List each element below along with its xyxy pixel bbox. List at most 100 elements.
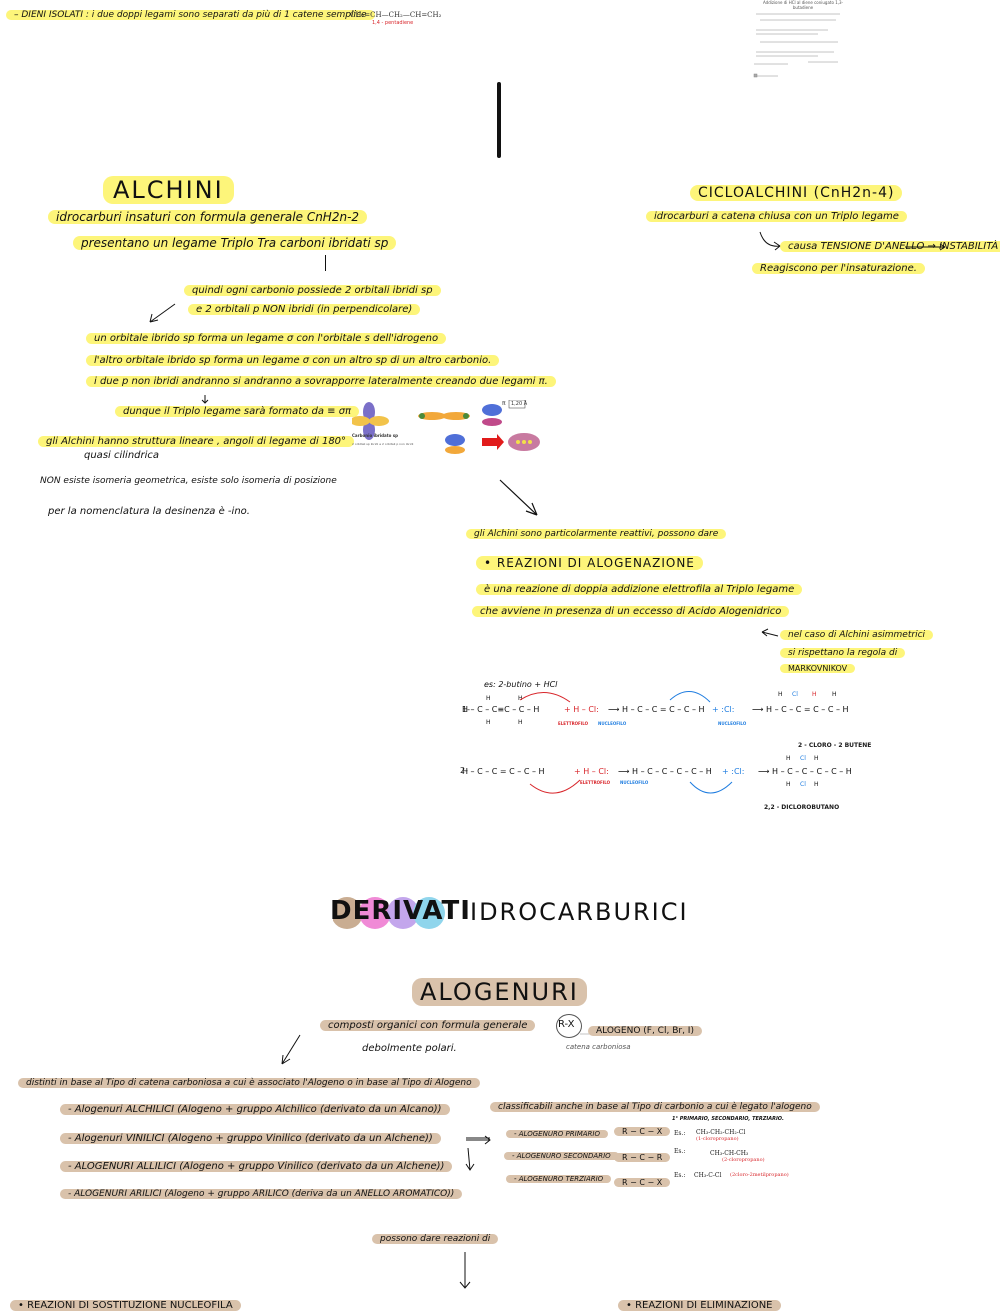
svg-text:H: H [518,719,523,726]
alchini-line-11: per la nomenclatura la desinenza è -ino. [48,506,250,517]
svg-text:Cl: Cl [800,755,806,762]
orbital-caption-2: 2 orbitali sp ibridi e 2 orbitali p non … [352,442,414,446]
class-tertiary-formula: R − C − X [614,1178,671,1187]
svg-text:+ H – Cl:: + H – Cl: [574,767,609,776]
class-tertiary-label: - ALOGENURO TERZIARIO [506,1175,612,1183]
reaction-schemes: H – C – C≡C – C – H + H – Cl: ⟶ H – C – … [460,688,890,816]
svg-text:+ H – Cl:: + H – Cl: [564,705,599,714]
alchini-line-8: dunque il Triplo legame sarà formato da … [115,406,360,417]
svg-text:Cl: Cl [792,691,798,698]
class-secondary-formula: R − C − R [614,1153,671,1162]
nucleofilo-label: NUCLEOFILO [598,721,627,726]
alchini-title: ALCHINI [103,176,234,204]
reactivity-intro: gli Alchini sono particolarmente reattiv… [466,529,727,539]
svg-text:H – C – C≡C – C – H: H – C – C≡C – C – H [462,705,539,714]
svg-text:+ :Cl:: + :Cl: [722,767,744,776]
eliminazione-title: • REAZIONI DI ELIMINAZIONE [618,1300,781,1311]
reaction-1-number: 1- [462,705,470,714]
polarity-note: debolmente polari. [362,1043,457,1054]
type-alchilici: - Alogenuri ALCHILICI (Alogeno + gruppo … [60,1104,450,1115]
derivati-blobs [333,895,463,935]
example-3: CH₃-C-Cl [694,1172,722,1179]
svg-text:⟶ H – C – C – C – C – H: ⟶ H – C – C – C – C – H [618,767,712,776]
svg-text:H – C – C = C – C – H: H – C – C = C – C – H [462,767,545,776]
alchini-line-10: NON esiste isomeria geometrica, esiste s… [40,476,337,486]
svg-text:H: H [786,781,791,788]
svg-text:⟶ H – C – C – C – C – H: ⟶ H – C – C – C – C – H [758,767,852,776]
nucleofilo-label-3: NUCLEOFILO [620,780,649,785]
product-1: 2 - CLORO - 2 BUTENE [798,742,872,749]
orbital-images: Carbonio ibridato sp 2 orbitali sp ibrid… [352,400,547,460]
product-2: 2,2 - DICLOROBUTANO [764,804,840,811]
alchini-line-3: quindi ogni carbonio possiede 2 orbitali… [184,285,441,296]
markovnikov-note-1: nel caso di Alchini asimmetrici [780,630,934,640]
svg-text:H: H [486,695,491,702]
orbital-caption: Carbonio ibridato sp [352,433,399,438]
svg-text:H: H [814,755,819,762]
markovnikov-note-2: si rispettano la regola di [780,648,906,658]
catena-label: catena carboniosa [566,1043,631,1051]
svg-text:+ :Cl:: + :Cl: [712,705,734,714]
example-3-label: Es.: [674,1172,686,1179]
class-primary-formula: R − C − X [614,1127,671,1136]
class-secondary-label: - ALOGENURO SECONDARIO [504,1152,619,1160]
diene-formula: CH₂=CH—CH₂—CH=CH₂ [350,11,442,19]
rx-label: R-X [558,1019,575,1030]
page-divider [497,82,501,158]
svg-text:H: H [786,755,791,762]
elettrofilo-label-2: ELETTROFILO [580,780,611,785]
addition-thumbnail: Addizione di HCl al diene coniugato 1,3-… [748,0,848,82]
alogeno-label: ALOGENO (F, Cl, Br, I) [588,1026,702,1036]
markovnikov-note-3: MARKOVNIKOV [780,664,856,673]
example-2-name: (2-cloropropano) [722,1157,765,1163]
alogenazione-title: • REAZIONI DI ALOGENAZIONE [476,556,703,570]
cicloalchini-line-2: causa TENSIONE D'ANELLO → INSTABILITÀ [780,241,1000,252]
example-2-label: Es.: [674,1148,686,1155]
svg-text:H: H [812,691,817,698]
svg-text:⟶ H – C – C = C – C – H: ⟶ H – C – C = C – C – H [608,705,705,714]
type-allilici: - ALOGENURI ALLILICI (Alogeno + gruppo V… [60,1161,453,1172]
nucleofilo-label-2: NUCLEOFILO [718,721,747,726]
alogenuri-title: ALOGENURI [412,978,587,1006]
example-1: CH₃-CH₂-CH₂-Cl [696,1129,746,1136]
alchini-line-9b: quasi cilindrica [84,450,160,461]
derivati-title-b: IDROCARBURICI [470,898,689,926]
derivati-title-a: DERIVATI [330,896,471,926]
pi-label: π [502,400,506,407]
svg-text:H: H [778,691,783,698]
elettrofilo-label: ELETTROFILO [558,721,589,726]
alchini-line-1: idrocarburi insaturi con formula general… [48,210,368,224]
example-label: es: 2-butino + HCl [484,680,558,689]
alogenuri-line-1: composti organici con formula generale [320,1020,536,1031]
possono-line: possono dare reazioni di [372,1234,499,1244]
dieni-isolati-line: – DIENI ISOLATI : i due doppi legami son… [6,10,375,20]
class-sub: 1° PRIMARIO, SECONDARIO, TERZIARIO. [672,1116,784,1122]
class-title: classificabili anche in base al Tipo di … [490,1102,820,1112]
alchini-line-5: un orbitale ibrido sp forma un legame σ … [86,333,447,344]
alchini-line-6: l'altro orbitale ibrido sp forma un lega… [86,355,500,366]
alchini-line-2: presentano un legame Triplo Tra carboni … [73,236,397,250]
alogenazione-line-2: che avviene in presenza di un eccesso di… [472,606,790,617]
distinti-line: distinti in base al Tipo di catena carbo… [18,1078,480,1088]
type-vinilici: - Alogenuri VINILICI (Alogeno + gruppo V… [60,1133,441,1144]
example-1-label: Es.: [674,1130,686,1137]
type-arilici: - ALOGENURI ARILICI (Alogeno + gruppo AR… [60,1189,463,1199]
cicloalchini-line-3: Reagiscono per l'insaturazione. [752,263,925,274]
svg-text:H: H [518,695,523,702]
svg-text:H: H [832,691,837,698]
example-3-name: (2cloro-2metilpropano) [730,1172,789,1178]
rx-circle [556,1014,582,1038]
reaction-2-number: 2- [460,766,468,775]
alchini-line-4: e 2 orbitali p NON ibridi (in perpendico… [188,304,421,315]
bond-length: 1,20 Å [511,401,528,407]
sostituzione-title: • REAZIONI DI SOSTITUZIONE NUCLEOFILA [10,1300,241,1311]
svg-text:Cl: Cl [800,781,806,788]
example-1-name: (1-cloropropano) [696,1136,739,1142]
alchini-line-7: i due p non ibridi andranno si andranno … [86,376,556,387]
cicloalchini-line-1: idrocarburi a catena chiusa con un Tripl… [646,211,907,222]
example-2: CH₃-CH-CH₃ [710,1150,749,1157]
alchini-line-9: gli Alchini hanno struttura lineare , an… [38,436,355,447]
svg-text:⟶ H – C – C = C – C – H: ⟶ H – C – C = C – C – H [752,705,849,714]
cicloalchini-title: CICLOALCHINI (CnH2n-4) [690,185,903,201]
